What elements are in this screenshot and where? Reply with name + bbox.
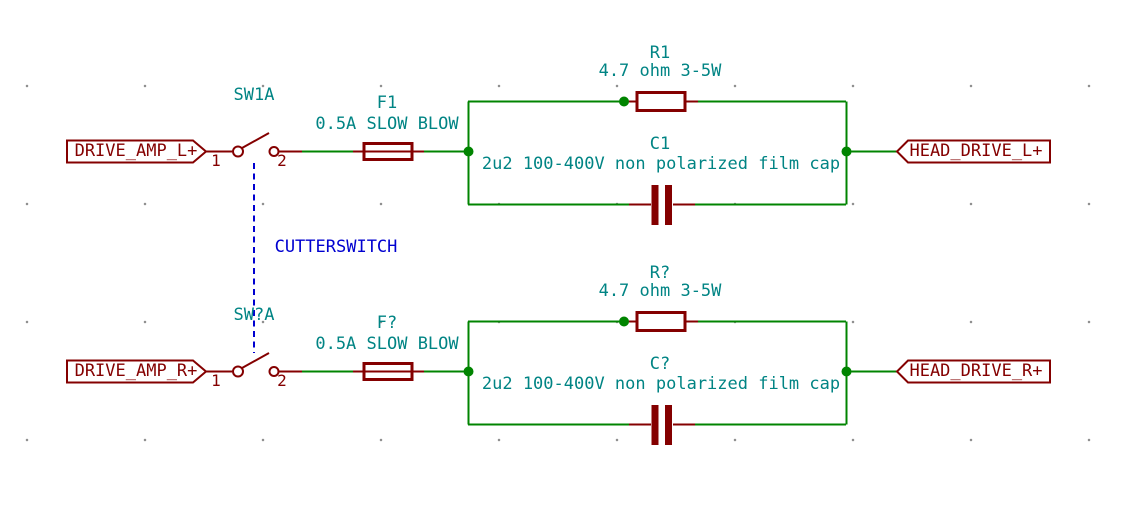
hier-label-output-shape [895,139,1051,164]
note-text[interactable]: CUTTERSWITCH [274,237,398,257]
switch-pin2-number: 2 [277,371,287,390]
hier-label-output[interactable] [895,139,1051,164]
capacitor-plate-left [651,185,659,225]
junction-dot[interactable] [619,316,629,327]
resistor-body [635,91,687,112]
switch-pin2-number: 2 [277,151,287,170]
capacitor-ref-label[interactable]: C1 [649,134,671,154]
switch-pole2-contact [268,146,280,157]
capacitor-plate-left [651,405,659,445]
switch-ref-label[interactable]: SW?A [233,305,275,325]
junction-dot[interactable] [619,96,629,107]
switch-pin1-number: 1 [211,151,221,170]
switch-pole1-contact [232,145,244,158]
hier-label-output[interactable] [895,359,1051,384]
resistor-ref-label[interactable]: R? [649,263,671,283]
fuse-symbol[interactable] [353,142,424,161]
switch-pole2-contact [268,366,280,377]
resistor-ref-label[interactable]: R1 [649,43,671,63]
hier-label-input-shape [66,139,208,164]
hier-label-input[interactable] [66,359,208,384]
switch-lever [241,132,270,149]
fuse-value-label[interactable]: 0.5A SLOW BLOW [315,334,459,354]
junction-dot[interactable] [463,366,474,377]
capacitor-ref-label[interactable]: C? [649,354,671,374]
junction-dot[interactable] [463,146,474,157]
hier-label-output-shape [895,359,1051,384]
switch-symbol[interactable] [206,352,302,378]
capacitor-value-label[interactable]: 2u2 100-400V non polarized film cap [481,154,841,174]
hier-label-input-text[interactable]: DRIVE_AMP_L+ [74,141,198,161]
switch-pin1-number: 1 [211,371,221,390]
resistor-symbol[interactable] [624,91,698,112]
hier-label-input-shape [66,359,208,384]
hier-label-output-text[interactable]: HEAD_DRIVE_R+ [909,361,1043,381]
hier-label-input-text[interactable]: DRIVE_AMP_R+ [74,361,198,381]
capacitor-symbol[interactable] [629,185,695,225]
capacitor-value-label[interactable]: 2u2 100-400V non polarized film cap [481,374,841,394]
capacitor-plate-right [665,405,672,445]
resistor-value-label[interactable]: 4.7 ohm 3-5W [598,61,722,81]
switch-lever [241,352,270,369]
switch-pole1-contact [232,365,244,378]
resistor-body [635,311,687,332]
fuse-ref-label[interactable]: F? [376,313,398,333]
channel-r-graphics [66,311,1051,445]
capacitor-symbol[interactable] [629,405,695,445]
fuse-value-label[interactable]: 0.5A SLOW BLOW [315,114,459,134]
switch-symbol[interactable] [206,132,302,158]
fuse-symbol[interactable] [353,362,424,381]
resistor-symbol[interactable] [624,311,698,332]
switch-ref-label[interactable]: SW1A [233,85,275,105]
hier-label-output-text[interactable]: HEAD_DRIVE_L+ [909,141,1043,161]
resistor-value-label[interactable]: 4.7 ohm 3-5W [598,281,722,301]
fuse-ref-label[interactable]: F1 [376,93,398,113]
channel-l-graphics [66,91,1051,225]
capacitor-plate-right [665,185,672,225]
hier-label-input[interactable] [66,139,208,164]
